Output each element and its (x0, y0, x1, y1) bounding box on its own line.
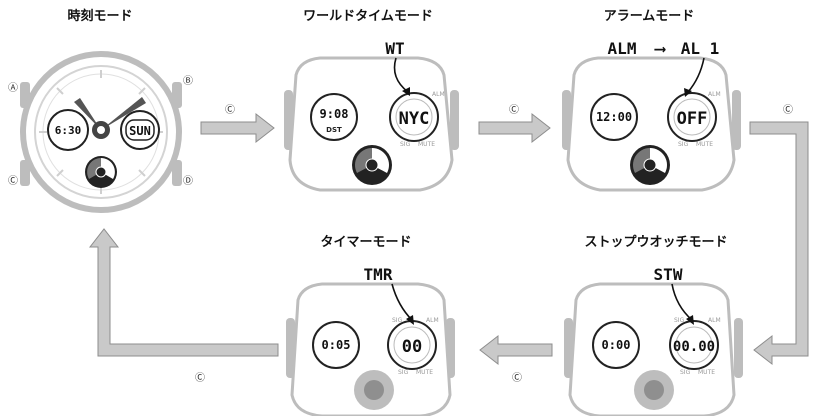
ring-label-top: ALM (708, 91, 721, 98)
value-display: 00.00 (673, 339, 715, 355)
ring-label-top: ALM (426, 317, 439, 324)
pointer-arrowhead (406, 315, 414, 325)
day-display: SUN (129, 124, 151, 138)
time-display: 9:08 (320, 107, 349, 121)
press-c-label-5: Ⓒ (195, 372, 205, 384)
press-c-label-2: Ⓒ (509, 104, 519, 116)
city-display: NYC (399, 109, 430, 129)
title-alarm: アラームモード (604, 9, 695, 24)
right-display-inner (395, 98, 433, 136)
left-display (590, 93, 638, 141)
subdial-center (365, 158, 379, 172)
left-display (312, 321, 360, 369)
subdial-center (643, 158, 657, 172)
ring-label-bottom-left: SIG (678, 141, 689, 148)
mode-code-arrow: ⟶ (654, 39, 666, 58)
day-box (125, 119, 155, 141)
pointer-arrowhead (686, 315, 694, 325)
left-display (592, 321, 640, 369)
right-display-inner (673, 98, 711, 136)
watch-stopwatch: 0:00 00.00 SIG ALM SIG MUTE STW (564, 265, 743, 416)
ring-label-bottom-left: SIG (400, 141, 411, 148)
ring-label-top: ALM (432, 91, 445, 98)
press-c-label-3: Ⓒ (783, 104, 793, 116)
subdial-center (364, 380, 384, 400)
title-stopwatch: ストップウオッチモード (584, 235, 727, 250)
watch-timekeeping: 6:30 SUN Ⓐ Ⓑ Ⓒ Ⓓ (8, 51, 193, 213)
watch-alarm: 12:00 OFF ALM SIG MUTE ALM ⟶ AL 1 (562, 39, 741, 192)
watch-timer: 0:05 00 SIG ALM SIG MUTE TMR (286, 265, 455, 416)
left-display (47, 109, 89, 151)
title-timekeeping: 時刻モード (67, 8, 132, 24)
pointer-arrowhead (402, 87, 410, 96)
title-timer: タイマーモード (320, 235, 411, 250)
time-display: 6:30 (55, 124, 82, 137)
arrow-bracket-left (88, 228, 279, 357)
right-display-inner (393, 326, 431, 364)
ring-label-top-left: SIG (392, 317, 403, 324)
side-button-c (20, 160, 30, 186)
hour-hand (74, 98, 101, 130)
press-c-label-1: Ⓒ (225, 104, 235, 116)
lug-right (734, 318, 743, 378)
ring-label-bottom-right: MUTE (696, 141, 713, 148)
arrow-right-1 (200, 112, 275, 144)
ring-label-bottom-left: SIG (398, 369, 409, 376)
mode-code: TMR (364, 265, 393, 284)
value-display: 00 (402, 337, 422, 357)
right-display (389, 92, 439, 142)
arrow-bracket-right (749, 121, 809, 366)
button-b-label: Ⓑ (183, 75, 193, 87)
mode-code-from: ALM (608, 39, 637, 58)
watch-world-time: 9:08 DST NYC ALM SIG MUTE WT (284, 39, 459, 192)
lug-right (450, 90, 459, 150)
button-a-label: Ⓐ (8, 82, 18, 94)
ring-label-top: ALM (708, 317, 721, 324)
subdial-center (644, 380, 664, 400)
ring-label-bottom-right: MUTE (416, 369, 433, 376)
arrow-right-2 (478, 112, 551, 144)
press-c-label-4: Ⓒ (512, 372, 522, 384)
ring-label-bottom-right: MUTE (418, 141, 435, 148)
ring-label-bottom-left: SIG (680, 369, 691, 376)
pointer-arrowhead (684, 88, 692, 97)
right-display (667, 92, 717, 142)
button-c-label: Ⓒ (8, 175, 18, 187)
title-world-time: ワールドタイムモード (303, 9, 433, 24)
time-display: 0:00 (602, 338, 631, 352)
ring-label-top-left: SIG (674, 317, 685, 324)
pointer-arrow (687, 57, 705, 93)
hand-pivot-center (97, 126, 105, 134)
case-outline (288, 56, 454, 192)
arrow-left-1 (479, 334, 553, 366)
flow-arrows (88, 112, 809, 366)
right-display-inner (675, 326, 713, 364)
bezel-ring (34, 65, 168, 199)
mode-code-to: AL 1 (681, 39, 720, 58)
button-d-label: Ⓓ (183, 175, 193, 187)
mode-code: WT (385, 39, 404, 58)
mode-code: STW (654, 265, 683, 284)
ring-label-bottom-right: MUTE (698, 369, 715, 376)
time-display: 0:05 (322, 338, 351, 352)
side-button-d (172, 160, 182, 186)
dst-indicator: DST (326, 126, 342, 134)
subdial-center (95, 166, 107, 178)
left-display (310, 93, 358, 141)
status-display: OFF (677, 109, 708, 129)
time-display: 12:00 (596, 110, 632, 124)
case-outline (566, 56, 736, 192)
right-display (669, 320, 719, 370)
minute-hand (101, 97, 146, 130)
lug-right (732, 90, 741, 150)
